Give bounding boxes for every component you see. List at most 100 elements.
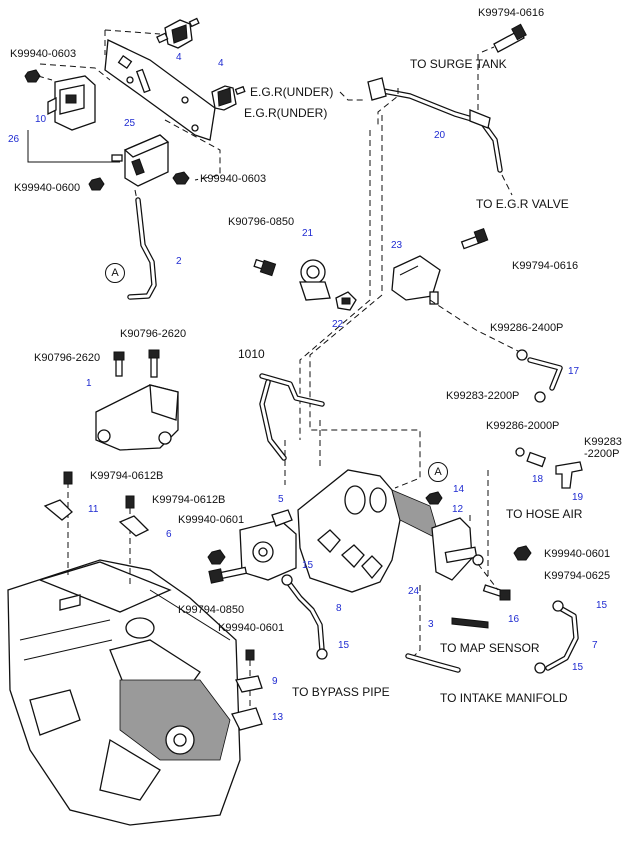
part-number-18: 18 bbox=[532, 474, 544, 485]
label-k90796-2620-a: K90796-2620 bbox=[120, 328, 187, 340]
throttle-body-5 bbox=[239, 509, 297, 581]
bolt-k90796-2620-a bbox=[148, 349, 160, 378]
label-k90796-2620-b: K90796-2620 bbox=[34, 352, 101, 364]
bolt-k90796-2620-b bbox=[113, 351, 125, 377]
bracket-plate bbox=[104, 39, 216, 141]
label-k99283-2200p: K99283-2200P bbox=[446, 390, 520, 402]
label-k99940-0601-a: K99940-0601 bbox=[178, 514, 245, 526]
nut-k99940-0601-b bbox=[513, 545, 532, 561]
part-number-9: 9 bbox=[272, 676, 278, 687]
callout-a-right: A bbox=[428, 462, 448, 482]
hose-to-map-sensor bbox=[405, 653, 461, 673]
part-number-17: 17 bbox=[568, 366, 580, 377]
solenoid-23 bbox=[391, 255, 441, 305]
vacuum-filter-4-top bbox=[156, 17, 200, 49]
label-to-egr-valve: TO E.G.R VALVE bbox=[476, 197, 569, 211]
part-number-13: 13 bbox=[272, 712, 284, 723]
label-k99794-0616-mid: K99794-0616 bbox=[512, 260, 579, 272]
hose-2 bbox=[127, 197, 157, 300]
engine-block bbox=[7, 559, 241, 826]
bracket-6 bbox=[118, 495, 150, 537]
part-number-4-top: 4 bbox=[176, 52, 182, 63]
nut-k99940-0600 bbox=[88, 177, 105, 191]
bolt-k99794-0616-top bbox=[493, 23, 527, 53]
part-number-23: 23 bbox=[391, 240, 403, 251]
label-egr-under-1: E.G.R(UNDER) bbox=[250, 85, 334, 99]
bolt-k99794-0625 bbox=[482, 584, 511, 601]
egr-pipe-20 bbox=[367, 77, 503, 173]
part-number-2: 2 bbox=[176, 256, 182, 267]
solenoid-valve-10 bbox=[47, 75, 96, 131]
hose-17 bbox=[516, 349, 563, 403]
part-number-22: 22 bbox=[332, 319, 344, 330]
label-to-map-sensor: TO MAP SENSOR bbox=[440, 641, 540, 655]
bracket-11 bbox=[43, 471, 73, 521]
label-k99794-0850: K99794-0850 bbox=[178, 604, 245, 616]
part-number-19: 19 bbox=[572, 492, 584, 503]
label-to-intake-manifold: TO INTAKE MANIFOLD bbox=[440, 691, 568, 705]
part-number-8: 8 bbox=[336, 603, 342, 614]
label-k99286-2400p: K99286-2400P bbox=[490, 322, 564, 334]
nut-k99940-0603-mid bbox=[172, 171, 190, 185]
part-number-5: 5 bbox=[278, 494, 284, 505]
label-to-hose-air: TO HOSE AIR bbox=[506, 507, 583, 521]
part-number-15-b: 15 bbox=[338, 640, 350, 651]
intake-manifold bbox=[297, 469, 441, 593]
nut-k99940-0603-left bbox=[24, 69, 41, 83]
label-k99286-2000p: K99286-2000P bbox=[486, 420, 560, 432]
hose-18 bbox=[515, 447, 547, 468]
part-number-20: 20 bbox=[434, 130, 446, 141]
label-egr-under-2: E.G.R(UNDER) bbox=[244, 106, 328, 120]
label-k99794-0612b-a: K99794-0612B bbox=[90, 470, 164, 482]
bracket-13 bbox=[231, 707, 263, 731]
part-number-16: 16 bbox=[508, 614, 520, 625]
label-ref-1010: 1010 bbox=[238, 347, 265, 361]
hose-7 bbox=[534, 600, 579, 674]
bolt-k99794-0850 bbox=[208, 566, 248, 584]
part-number-25: 25 bbox=[124, 118, 136, 129]
part-number-15-d: 15 bbox=[572, 662, 584, 673]
clamp-22 bbox=[335, 291, 357, 311]
nut-14 bbox=[425, 491, 443, 505]
part-number-14: 14 bbox=[453, 484, 465, 495]
vsv-25 bbox=[111, 134, 170, 187]
label-k99794-0625: K99794-0625 bbox=[544, 570, 611, 582]
part-number-21: 21 bbox=[302, 228, 314, 239]
pipe-1010 bbox=[259, 373, 325, 461]
part-number-10: 10 bbox=[35, 114, 47, 125]
callout-a-left: A bbox=[105, 263, 125, 283]
bolt-k90796-0850 bbox=[253, 258, 277, 277]
label-k99940-0601-b: K99940-0601 bbox=[544, 548, 611, 560]
label-k90796-0850: K90796-0850 bbox=[228, 216, 295, 228]
part-number-1: 1 bbox=[86, 378, 92, 389]
vacuum-filter-4-mid bbox=[211, 85, 246, 111]
part-number-15-c: 15 bbox=[596, 600, 608, 611]
vsv-12 bbox=[431, 517, 484, 581]
label-k99940-0601-c: K99940-0601 bbox=[218, 622, 285, 634]
part-number-4-mid: 4 bbox=[218, 58, 224, 69]
part-number-24: 24 bbox=[408, 586, 420, 597]
bracket-line-26 bbox=[27, 130, 120, 163]
label-to-surge-tank: TO SURGE TANK bbox=[410, 57, 507, 71]
tee-joint-19 bbox=[555, 461, 583, 489]
label-k99940-0603-mid: K99940-0603 bbox=[200, 173, 267, 185]
part-number-12: 12 bbox=[452, 504, 464, 515]
part-number-6: 6 bbox=[166, 529, 172, 540]
label-k99283-line1: K99283 bbox=[584, 436, 622, 448]
hose-8 bbox=[281, 574, 328, 660]
part-number-11: 11 bbox=[88, 504, 99, 515]
label-to-bypass-pipe: TO BYPASS PIPE bbox=[292, 685, 390, 699]
label-k99283-line2: -2200P bbox=[584, 448, 620, 460]
egr-modulator-21 bbox=[299, 259, 331, 301]
nut-k99940-0601-a bbox=[207, 549, 226, 565]
part-number-3: 3 bbox=[428, 619, 434, 630]
label-k99794-0616-top: K99794-0616 bbox=[478, 7, 545, 19]
label-k99940-0600: K99940-0600 bbox=[14, 182, 81, 194]
clip-9 bbox=[235, 649, 263, 693]
hose-16 bbox=[451, 617, 489, 629]
part-number-7: 7 bbox=[592, 640, 598, 651]
bracket-1 bbox=[95, 384, 179, 451]
label-k99940-0603-top: K99940-0603 bbox=[10, 48, 77, 60]
